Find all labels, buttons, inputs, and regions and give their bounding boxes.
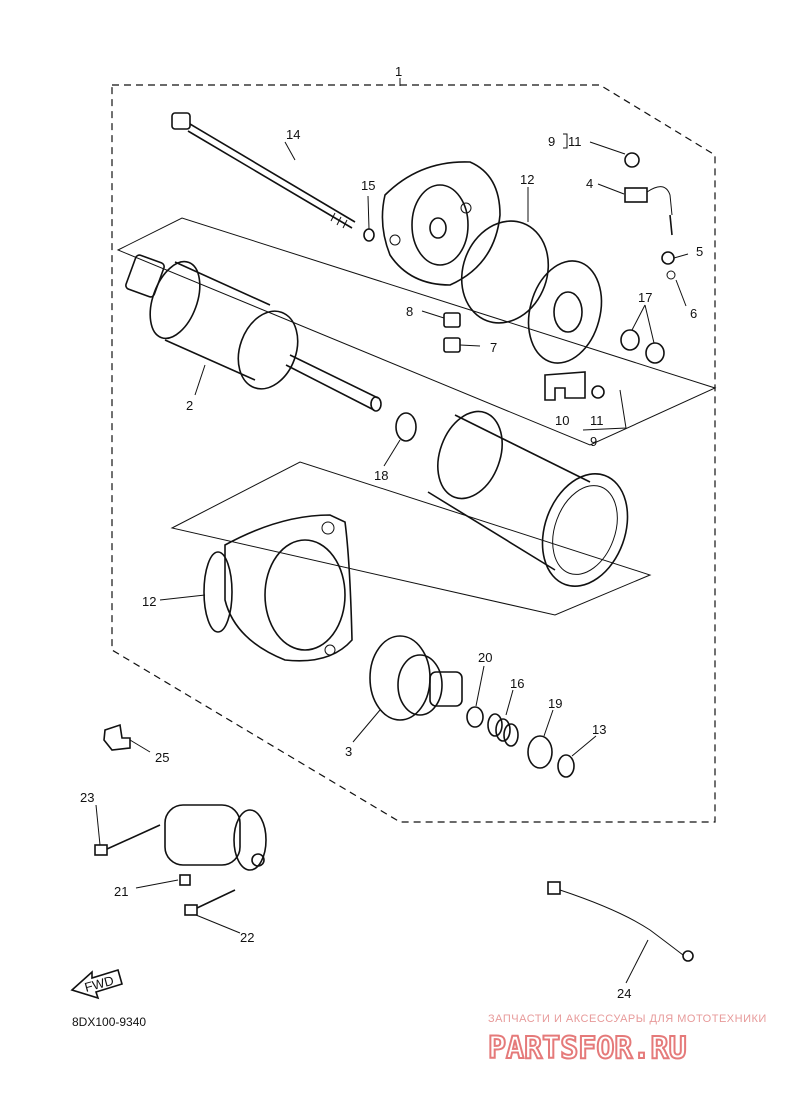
long-bolt-14 bbox=[171, 112, 356, 229]
o-ring-15 bbox=[363, 228, 375, 242]
label-11-lower: 11 bbox=[590, 413, 604, 428]
label-7: 7 bbox=[490, 340, 497, 355]
brush-holder-10 bbox=[544, 371, 586, 401]
label-12-lower: 12 bbox=[142, 594, 156, 609]
yoke-housing bbox=[427, 410, 629, 587]
label-9-upper: 9 bbox=[548, 134, 555, 149]
brush-spring-11-upper bbox=[624, 152, 640, 168]
label-5: 5 bbox=[696, 244, 703, 259]
front-cover bbox=[224, 514, 353, 662]
label-17: 17 bbox=[638, 290, 652, 305]
bracket-25 bbox=[103, 723, 131, 751]
label-2: 2 bbox=[186, 398, 193, 413]
washer-17a bbox=[620, 329, 640, 351]
circlip-13 bbox=[557, 754, 575, 778]
diagram-code: 8DX100-9340 bbox=[72, 1015, 146, 1029]
watermark: ЗАПЧАСТИ И АКСЕССУАРЫ ДЛЯ МОТОТЕХНИКИ PA… bbox=[487, 1013, 767, 1067]
gear-section-outline bbox=[170, 461, 652, 616]
o-ring-12-upper bbox=[460, 220, 550, 324]
label-18: 18 bbox=[374, 468, 388, 483]
washer-20 bbox=[466, 706, 484, 728]
label-12-upper: 12 bbox=[520, 172, 534, 187]
o-ring-12-lower bbox=[203, 551, 233, 633]
label-6: 6 bbox=[690, 306, 697, 321]
label-19: 19 bbox=[548, 696, 562, 711]
assembly-boundary bbox=[111, 84, 716, 823]
starter-clutch-3 bbox=[369, 635, 463, 721]
label-25: 25 bbox=[155, 750, 169, 765]
label-13: 13 bbox=[592, 722, 606, 737]
washer-18 bbox=[395, 412, 417, 442]
label-8: 8 bbox=[406, 304, 413, 319]
yoke-section-outline bbox=[116, 217, 717, 446]
nut-5 bbox=[661, 251, 675, 265]
lead-wire-24 bbox=[547, 881, 694, 962]
label-14: 14 bbox=[286, 127, 300, 142]
nut-21 bbox=[179, 874, 191, 886]
brush-spring-11-lower bbox=[591, 385, 605, 399]
label-9-lower: 9 bbox=[590, 434, 597, 449]
brush-4 bbox=[624, 186, 673, 236]
leader-lines bbox=[95, 78, 689, 984]
watermark-tagline: ЗАПЧАСТИ И АКСЕССУАРЫ ДЛЯ МОТОТЕХНИКИ bbox=[488, 1013, 767, 1025]
label-21: 21 bbox=[114, 884, 128, 899]
label-11-upper: 11 bbox=[568, 134, 582, 149]
brush-holder-plate bbox=[527, 260, 603, 364]
nut-7 bbox=[443, 337, 461, 353]
label-20: 20 bbox=[478, 650, 492, 665]
label-15: 15 bbox=[361, 178, 375, 193]
watermark-brand: PARTSFOR.RU bbox=[488, 1031, 687, 1066]
label-1: 1 bbox=[395, 64, 402, 79]
collar-19 bbox=[527, 735, 553, 769]
armature-2 bbox=[125, 254, 382, 412]
label-3: 3 bbox=[345, 744, 352, 759]
part-labels: 1 2 3 4 5 6 7 8 9 11 9 10 11 12 12 13 14… bbox=[80, 64, 703, 1001]
bolt-23 bbox=[94, 824, 161, 856]
label-23: 23 bbox=[80, 790, 94, 805]
label-22: 22 bbox=[240, 930, 254, 945]
bolt-22 bbox=[184, 889, 236, 916]
label-24: 24 bbox=[617, 986, 631, 1001]
nut-8 bbox=[443, 312, 461, 328]
fwd-text: FWD bbox=[83, 973, 115, 995]
label-4: 4 bbox=[586, 176, 593, 191]
label-10: 10 bbox=[555, 413, 569, 428]
washer-6 bbox=[666, 270, 676, 280]
bracket-9-11 bbox=[563, 133, 568, 149]
label-16: 16 bbox=[510, 676, 524, 691]
rear-cover bbox=[381, 161, 501, 286]
starter-motor-assembled bbox=[164, 804, 267, 871]
washer-17b bbox=[645, 342, 665, 364]
forward-arrow: FWD bbox=[70, 968, 123, 1000]
spring-16 bbox=[487, 713, 519, 747]
